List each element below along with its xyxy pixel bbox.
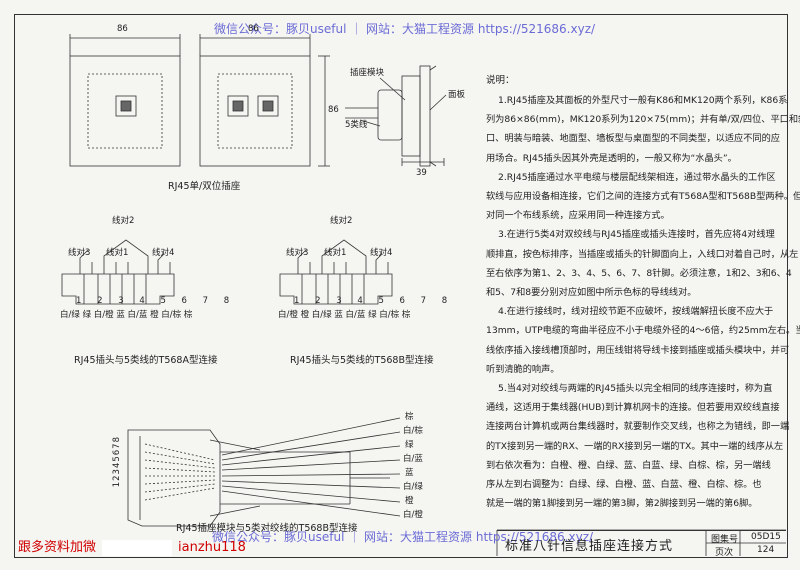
atlas-label: 图集号 bbox=[711, 535, 739, 545]
notes-line: 5.当4对对绞线与两端的RJ45插头以完全相同的线序连接时，称为直 bbox=[498, 383, 773, 394]
t568a-pins: 1 2 3 4 5 6 7 8 bbox=[76, 296, 236, 306]
promo-left: 跟多资料加微 bbox=[18, 540, 97, 555]
notes-line: 到右依次看为：白橙、橙、白绿、蓝、白蓝、绿、白棕、棕，另一端线 bbox=[486, 459, 771, 471]
notes-line: 软线与应用设备相连接，它们之间的连接方式有T568A型和T568B型两种。但 bbox=[486, 191, 800, 202]
promo-right: ianzhu118 bbox=[178, 540, 246, 555]
notes-line: 听到清脆的响声。 bbox=[486, 363, 560, 375]
notes-line: 4.在进行接线时，线对扭绞节距不应破坏，按线端解扭长度不应大于 bbox=[498, 306, 774, 318]
promo-text: 跟多资料加微 ianzhu118 bbox=[18, 536, 246, 556]
page-label: 页次 bbox=[715, 548, 734, 558]
watermark-bottom: 微信公众号：豚贝useful ｜ 网站：大猫工程资源 https://52168… bbox=[212, 530, 594, 544]
notes-line: 线依序插入接线槽顶部时，用压线钳将导线卡接到插座或插头模块中，并可 bbox=[486, 344, 790, 356]
t568b-caption: RJ45插头与5类线的T568B型连接 bbox=[290, 355, 434, 366]
socket-height: 86 bbox=[328, 105, 339, 115]
promo-redaction bbox=[102, 539, 173, 556]
notes-line: 1.RJ45插座及其面板的外型尺寸一般有K86和MK120两个系列，K86系 bbox=[498, 95, 788, 106]
t568b-colors: 白/橙 橙 白/绿 蓝 白/蓝 绿 白/棕 棕 bbox=[278, 310, 411, 320]
t568a-colors: 白/绿 绿 白/橙 蓝 白/蓝 橙 白/棕 棕 bbox=[60, 310, 193, 320]
notes-line: 通线，这适用于集线器(HUB)到计算机网卡的连接。但若要用双绞线直接 bbox=[486, 402, 780, 414]
notes-line: 列为86×86(mm)，MK120系列为120×75(mm)；并有单/双/四位、… bbox=[486, 114, 800, 126]
label-module: 插座模块 bbox=[350, 68, 385, 78]
notes-line: 序从左到右调整为：白绿、绿、白橙、蓝、白蓝、橙、白棕、棕。也 bbox=[486, 479, 762, 490]
t568a-pair2: 线对2 bbox=[112, 216, 135, 226]
page-number: 124 bbox=[757, 545, 775, 555]
plug-wire-7: 橙 bbox=[405, 496, 414, 506]
t568b-pair3: 线对3 bbox=[286, 248, 309, 258]
watermark-top: 微信公众号：豚贝useful ｜ 网站：大猫工程资源 https://52168… bbox=[214, 22, 596, 36]
socket-right-width: 86 bbox=[248, 24, 259, 34]
t568b-pair4: 线对4 bbox=[370, 248, 393, 258]
label-panel: 面板 bbox=[448, 90, 466, 100]
notes-line: 就是一端的第1脚接到另一端的第3脚，第2脚接到另一端的第6脚。 bbox=[486, 498, 758, 510]
notes-line: 3.在进行5类4对双绞线与RJ45插座或插头连接时，首先应将4对线理 bbox=[498, 229, 775, 241]
t568b-pair2: 线对2 bbox=[330, 216, 353, 226]
plug-wire-5: 蓝 bbox=[405, 468, 414, 478]
t568a-pair3: 线对3 bbox=[68, 248, 91, 258]
t568a-pair1: 线对1 bbox=[106, 248, 129, 258]
notes-line: 用场合。RJ45插头因其外壳是透明的，一般又称为“水晶头”。 bbox=[486, 152, 737, 164]
notes-line: 至右依序为第1、2、3、4、5、6、7、8针脚。必须注意，1和2、3和6、4 bbox=[486, 267, 792, 279]
notes-line: 对同一个布线系统，应采用同一种连接方式。 bbox=[486, 210, 670, 222]
t568b-pins: 1 2 3 4 5 6 7 8 bbox=[294, 296, 454, 306]
notes-line: 的TX接到另一端的RX、一端的RX接到另一端的TX。其中一端的线序从左 bbox=[486, 440, 784, 452]
t568a-caption: RJ45插头与5类线的T568A型连接 bbox=[74, 355, 218, 366]
plug-wire-6: 白/绿 bbox=[403, 482, 423, 492]
plug-wire-2: 白/棕 bbox=[403, 426, 423, 436]
plug-caption: RJ45插座模块与5类对绞线的T568B型连接 bbox=[176, 523, 358, 534]
plug-wire-8: 白/橙 bbox=[403, 510, 423, 520]
label-cable: 5类线 bbox=[345, 120, 368, 130]
plug-pin-numbers: 12345678 bbox=[112, 436, 122, 488]
title-block: 标准八针信息插座连接方式 图集号 05D15 页次 124 bbox=[497, 530, 786, 558]
plug-wire-4: 白/蓝 bbox=[403, 454, 423, 464]
socket-caption: RJ45单/双位插座 bbox=[168, 181, 241, 192]
notes-heading: 说明： bbox=[486, 75, 515, 86]
notes-line: 连接两台计算机或两台集线器时，就要制作交叉线，也称之为错线，即一端 bbox=[486, 421, 790, 433]
notes-line: 2.RJ45插座通过水平电缆与楼层配线架相连，通过带水晶头的工作区 bbox=[498, 171, 776, 183]
plug-wire-3: 绿 bbox=[405, 440, 414, 450]
t568b-pair1: 线对1 bbox=[324, 248, 347, 258]
plug-wire-1: 棕 bbox=[405, 412, 414, 422]
notes-line: 顺排直，按色标排序，当插座或插头的针脚面向上，入线口对着自己时，从左 bbox=[486, 248, 799, 260]
atlas-number: 05D15 bbox=[751, 532, 781, 542]
t568a-pair4: 线对4 bbox=[152, 248, 175, 258]
notes-line: 口、明装与暗装、地面型、墙板型与桌面型的不同类型，以适应不同的应 bbox=[486, 133, 780, 145]
notes-line: 和5、7和8要分别对应如图中所示色标的导线线对。 bbox=[486, 287, 697, 298]
notes-line: 13mm，UTP电缆的弯曲半径应不小于电缆外径的4～6倍，约25mm左右。当8条 bbox=[486, 325, 800, 337]
side-dim: 39 bbox=[416, 168, 427, 178]
drawing-frame bbox=[14, 14, 788, 558]
drawing-title: 标准八针信息插座连接方式 bbox=[505, 539, 674, 554]
socket-left-width: 86 bbox=[117, 24, 128, 34]
